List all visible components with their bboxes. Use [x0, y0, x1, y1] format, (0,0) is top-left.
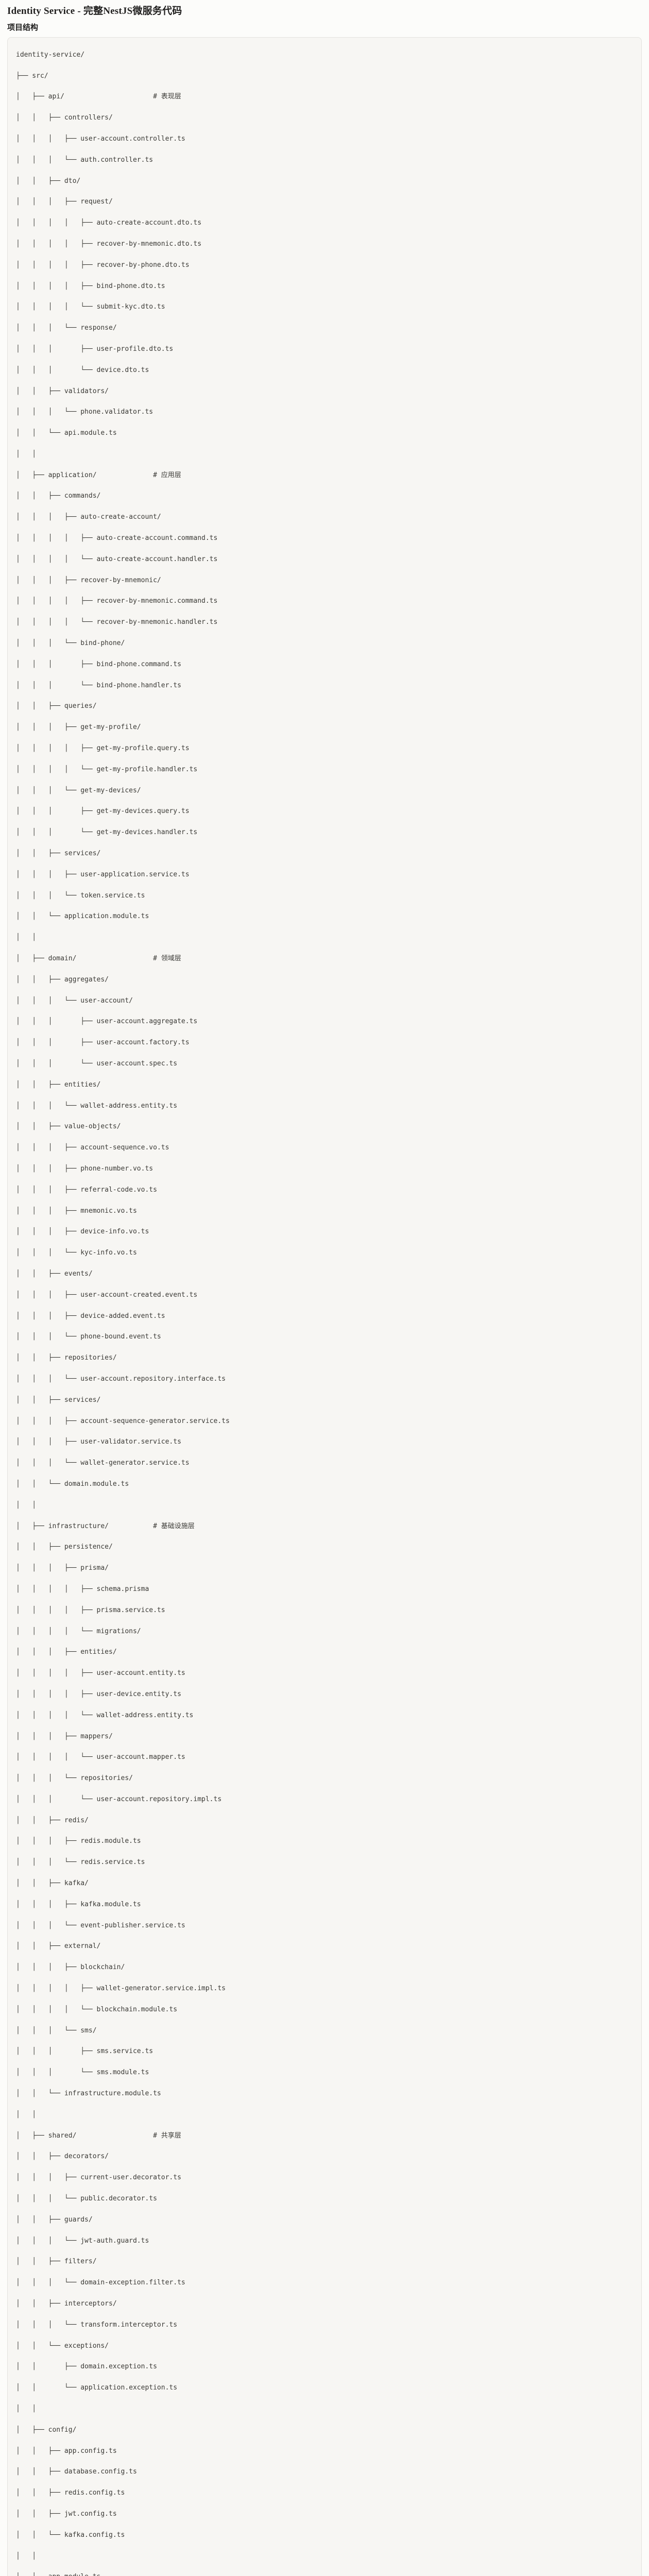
page-title: Identity Service - 完整NestJS微服务代码	[7, 6, 182, 16]
project-structure-tree: identity-service/ ├── src/ │ ├── api/ # …	[7, 37, 642, 2576]
section-heading-project-structure: 项目结构	[7, 23, 39, 32]
